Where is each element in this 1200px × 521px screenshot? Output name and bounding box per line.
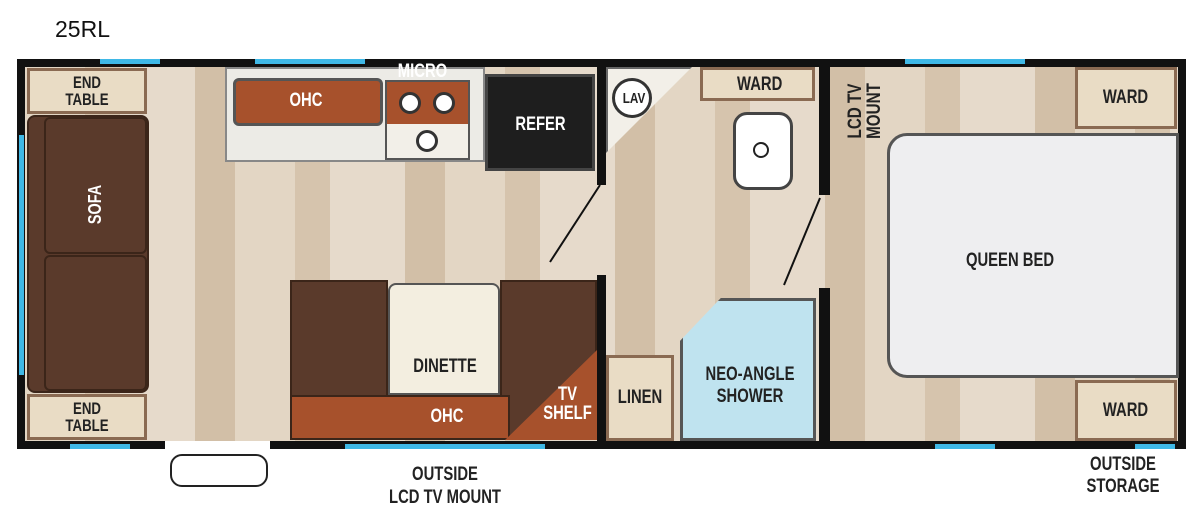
entry-step (170, 454, 268, 487)
window (935, 444, 995, 449)
stove (385, 80, 470, 160)
neo-angle-shower (680, 298, 816, 441)
burner-icon (399, 92, 421, 114)
refer-label: REFER (515, 114, 566, 135)
end-table-bottom: END TABLE (27, 394, 147, 440)
entry-door-gap (165, 441, 270, 449)
lav-sink: LAV (612, 78, 652, 118)
end-table-label: END TABLE (65, 399, 109, 435)
dinette-table: DINETTE (388, 283, 500, 395)
outside-lcd-tv-mount-label: OUTSIDE LCD TV MOUNT (389, 464, 501, 508)
dinette-label: DINETTE (413, 356, 477, 377)
ohc-label: OHC (289, 90, 323, 111)
wardrobe-top: WARD (1075, 67, 1177, 129)
window (255, 59, 365, 64)
tv-shelf-label: TV SHELF (543, 384, 592, 424)
queen-bed-label: QUEEN BED (965, 250, 1055, 271)
interior-wall (819, 288, 830, 441)
kitchen-sink-ohc: OHC (233, 78, 383, 126)
toilet-icon (733, 112, 793, 190)
micro-label: MICRO (397, 61, 448, 82)
lav-label: LAV (622, 90, 646, 107)
queen-bed: QUEEN BED (887, 133, 1179, 378)
window (345, 444, 545, 449)
outside-storage-label: OUTSIDE STORAGE (1086, 454, 1160, 497)
sofa-cushion (44, 117, 147, 254)
ohc-label: OHC (430, 406, 464, 427)
bedroom-floor (830, 67, 840, 441)
burner-icon (433, 92, 455, 114)
model-title: 25RL (55, 16, 110, 42)
interior-wall (819, 67, 830, 195)
interior-wall (597, 275, 606, 441)
ward-label: WARD (737, 74, 783, 95)
toilet-drain (753, 142, 769, 158)
end-table-label: END TABLE (65, 73, 109, 109)
sofa: SOFA (27, 115, 149, 393)
linen-closet: LINEN (606, 355, 674, 441)
window (905, 59, 1025, 64)
wardrobe-bottom: WARD (1075, 380, 1177, 441)
window (70, 444, 130, 449)
window (1135, 444, 1175, 449)
bath-wardrobe: WARD (700, 67, 815, 101)
ward-label: WARD (1102, 87, 1149, 108)
lcd-tv-mount-label: LCD TV MOUNT (845, 83, 885, 139)
interior-wall (597, 67, 606, 185)
ward-label: WARD (1102, 400, 1149, 421)
dinette-ohc: OHC (290, 395, 510, 440)
linen-label: LINEN (617, 387, 663, 408)
window (19, 135, 24, 375)
refrigerator: REFER (485, 74, 595, 171)
shower-label: NEO-ANGLE SHOWER (705, 364, 795, 407)
end-table-top: END TABLE (27, 68, 147, 114)
sofa-cushion (44, 255, 147, 391)
window (100, 59, 160, 64)
burner-icon (416, 130, 438, 152)
